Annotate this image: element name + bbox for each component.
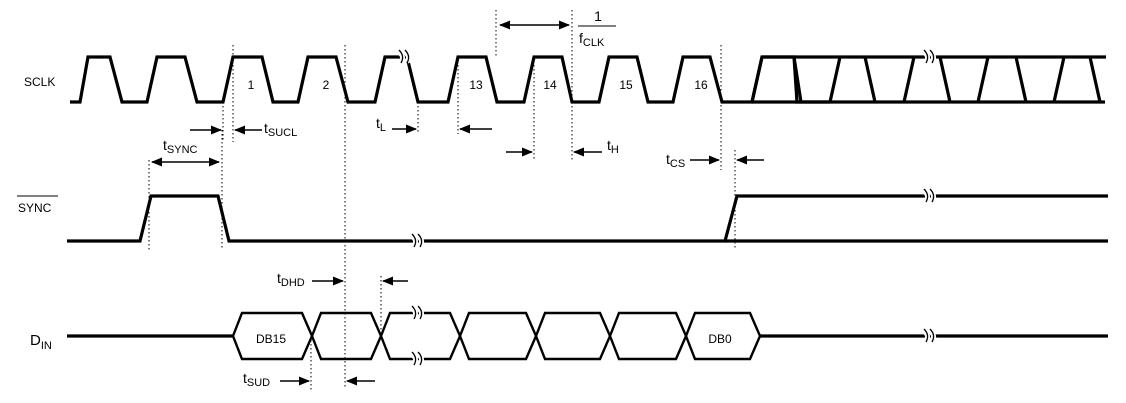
clock-number-1: 1 [248, 78, 255, 92]
sync-break-mark-2 [922, 188, 937, 203]
sync-label: SYNC [18, 201, 52, 215]
din-label-main: D [30, 332, 41, 349]
th-label: tH [607, 137, 619, 156]
din-break-mark-bottom [410, 351, 425, 366]
clock-number-15: 15 [619, 78, 633, 92]
tdhd-label: tDHD [277, 270, 305, 289]
svg-text:1: 1 [594, 8, 602, 24]
din-break-mark-right [922, 328, 937, 343]
clock-number-13: 13 [469, 78, 483, 92]
tcs-label: tCS [666, 151, 685, 170]
sync-break-mark [410, 233, 425, 248]
din-label: DIN [30, 332, 52, 352]
clock-number-14: 14 [543, 78, 557, 92]
sclk-label: SCLK [24, 75, 55, 89]
sclk-break-mark-2 [922, 49, 937, 64]
sclk-break-mark [397, 49, 412, 64]
data-bit-db15: DB15 [256, 332, 286, 346]
svg-text:fCLK: fCLK [579, 30, 605, 49]
tl-label: tL [376, 115, 386, 134]
data-bit-db0: DB0 [708, 332, 732, 346]
din-label-sub: IN [41, 340, 52, 352]
sync-waveform [67, 194, 1108, 243]
din-break-mark-top [410, 305, 425, 320]
sclk-waveform [70, 55, 830, 104]
fclk-label: 1 fCLK [578, 8, 616, 49]
clock-number-2: 2 [323, 78, 330, 92]
tsucl-label: tSUCL [264, 120, 297, 139]
clock-number-16: 16 [694, 78, 708, 92]
tsync-label: tSYNC [163, 137, 198, 156]
sclk-dontcare-region [750, 55, 1106, 104]
tsud-label: tSUD [243, 370, 270, 389]
din-bus-outline [231, 311, 762, 361]
